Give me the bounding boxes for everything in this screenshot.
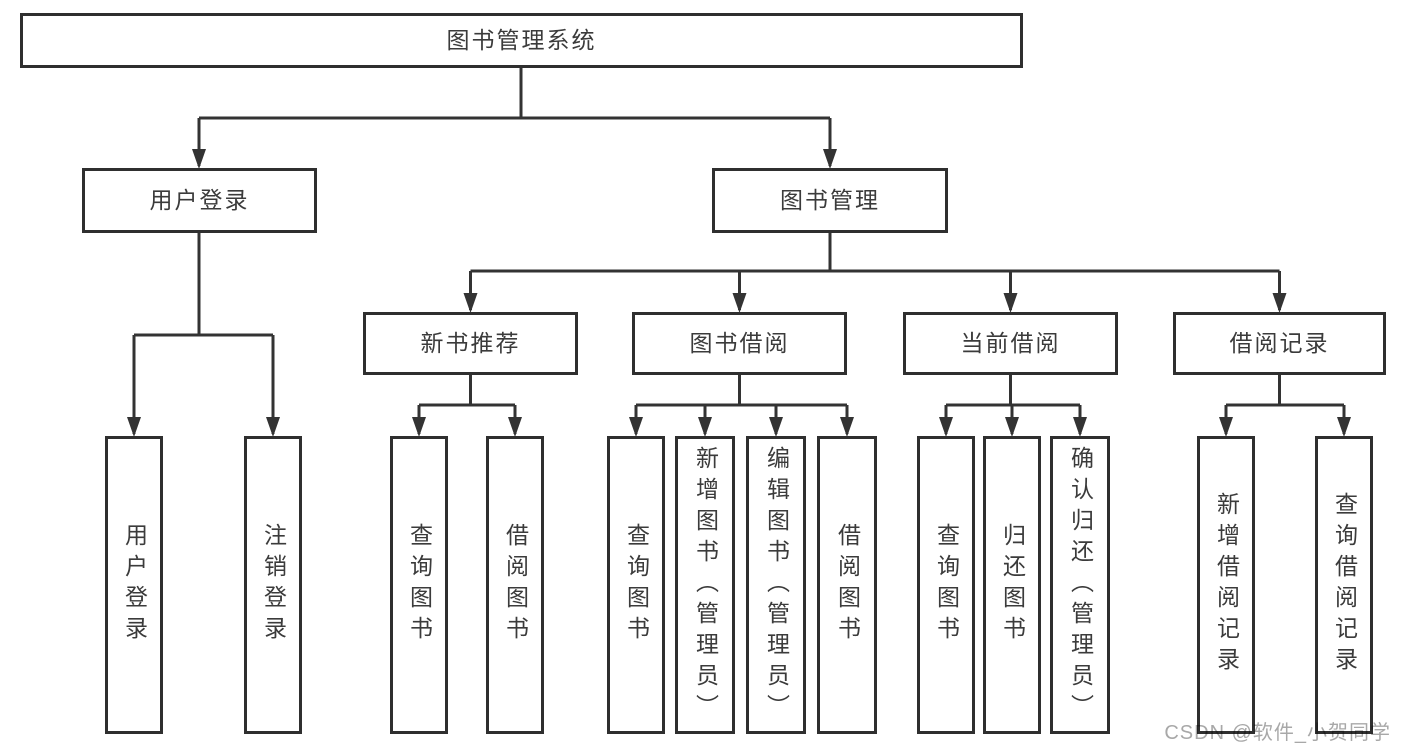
node-user-login: 用户登录 [82, 168, 317, 233]
leaf-confirm-return-admin: 确认归还（管理员） [1050, 436, 1110, 734]
leaf-query-books-borrowing: 查询图书 [607, 436, 665, 734]
node-borrowing-records: 借阅记录 [1173, 312, 1386, 375]
leaf-add-borrowing-record: 新增借阅记录 [1197, 436, 1255, 734]
csdn-watermark: CSDN @软件_小贺同学 [1164, 722, 1391, 744]
leaf-logout: 注销登录 [244, 436, 302, 734]
leaf-query-borrowing-record: 查询借阅记录 [1315, 436, 1373, 734]
leaf-borrow-books: 借阅图书 [817, 436, 877, 734]
leaf-query-books-current: 查询图书 [917, 436, 975, 734]
leaf-add-books-admin: 新增图书（管理员） [675, 436, 735, 734]
node-library-management-system: 图书管理系统 [20, 13, 1023, 68]
node-new-book-recommendation: 新书推荐 [363, 312, 578, 375]
leaf-query-books-recommendation: 查询图书 [390, 436, 448, 734]
leaf-user-login: 用户登录 [105, 436, 163, 734]
leaf-edit-books-admin: 编辑图书（管理员） [746, 436, 806, 734]
node-book-management: 图书管理 [712, 168, 948, 233]
leaf-return-books: 归还图书 [983, 436, 1041, 734]
node-current-borrowing: 当前借阅 [903, 312, 1118, 375]
node-book-borrowing: 图书借阅 [632, 312, 847, 375]
leaf-borrow-books-recommendation: 借阅图书 [486, 436, 544, 734]
